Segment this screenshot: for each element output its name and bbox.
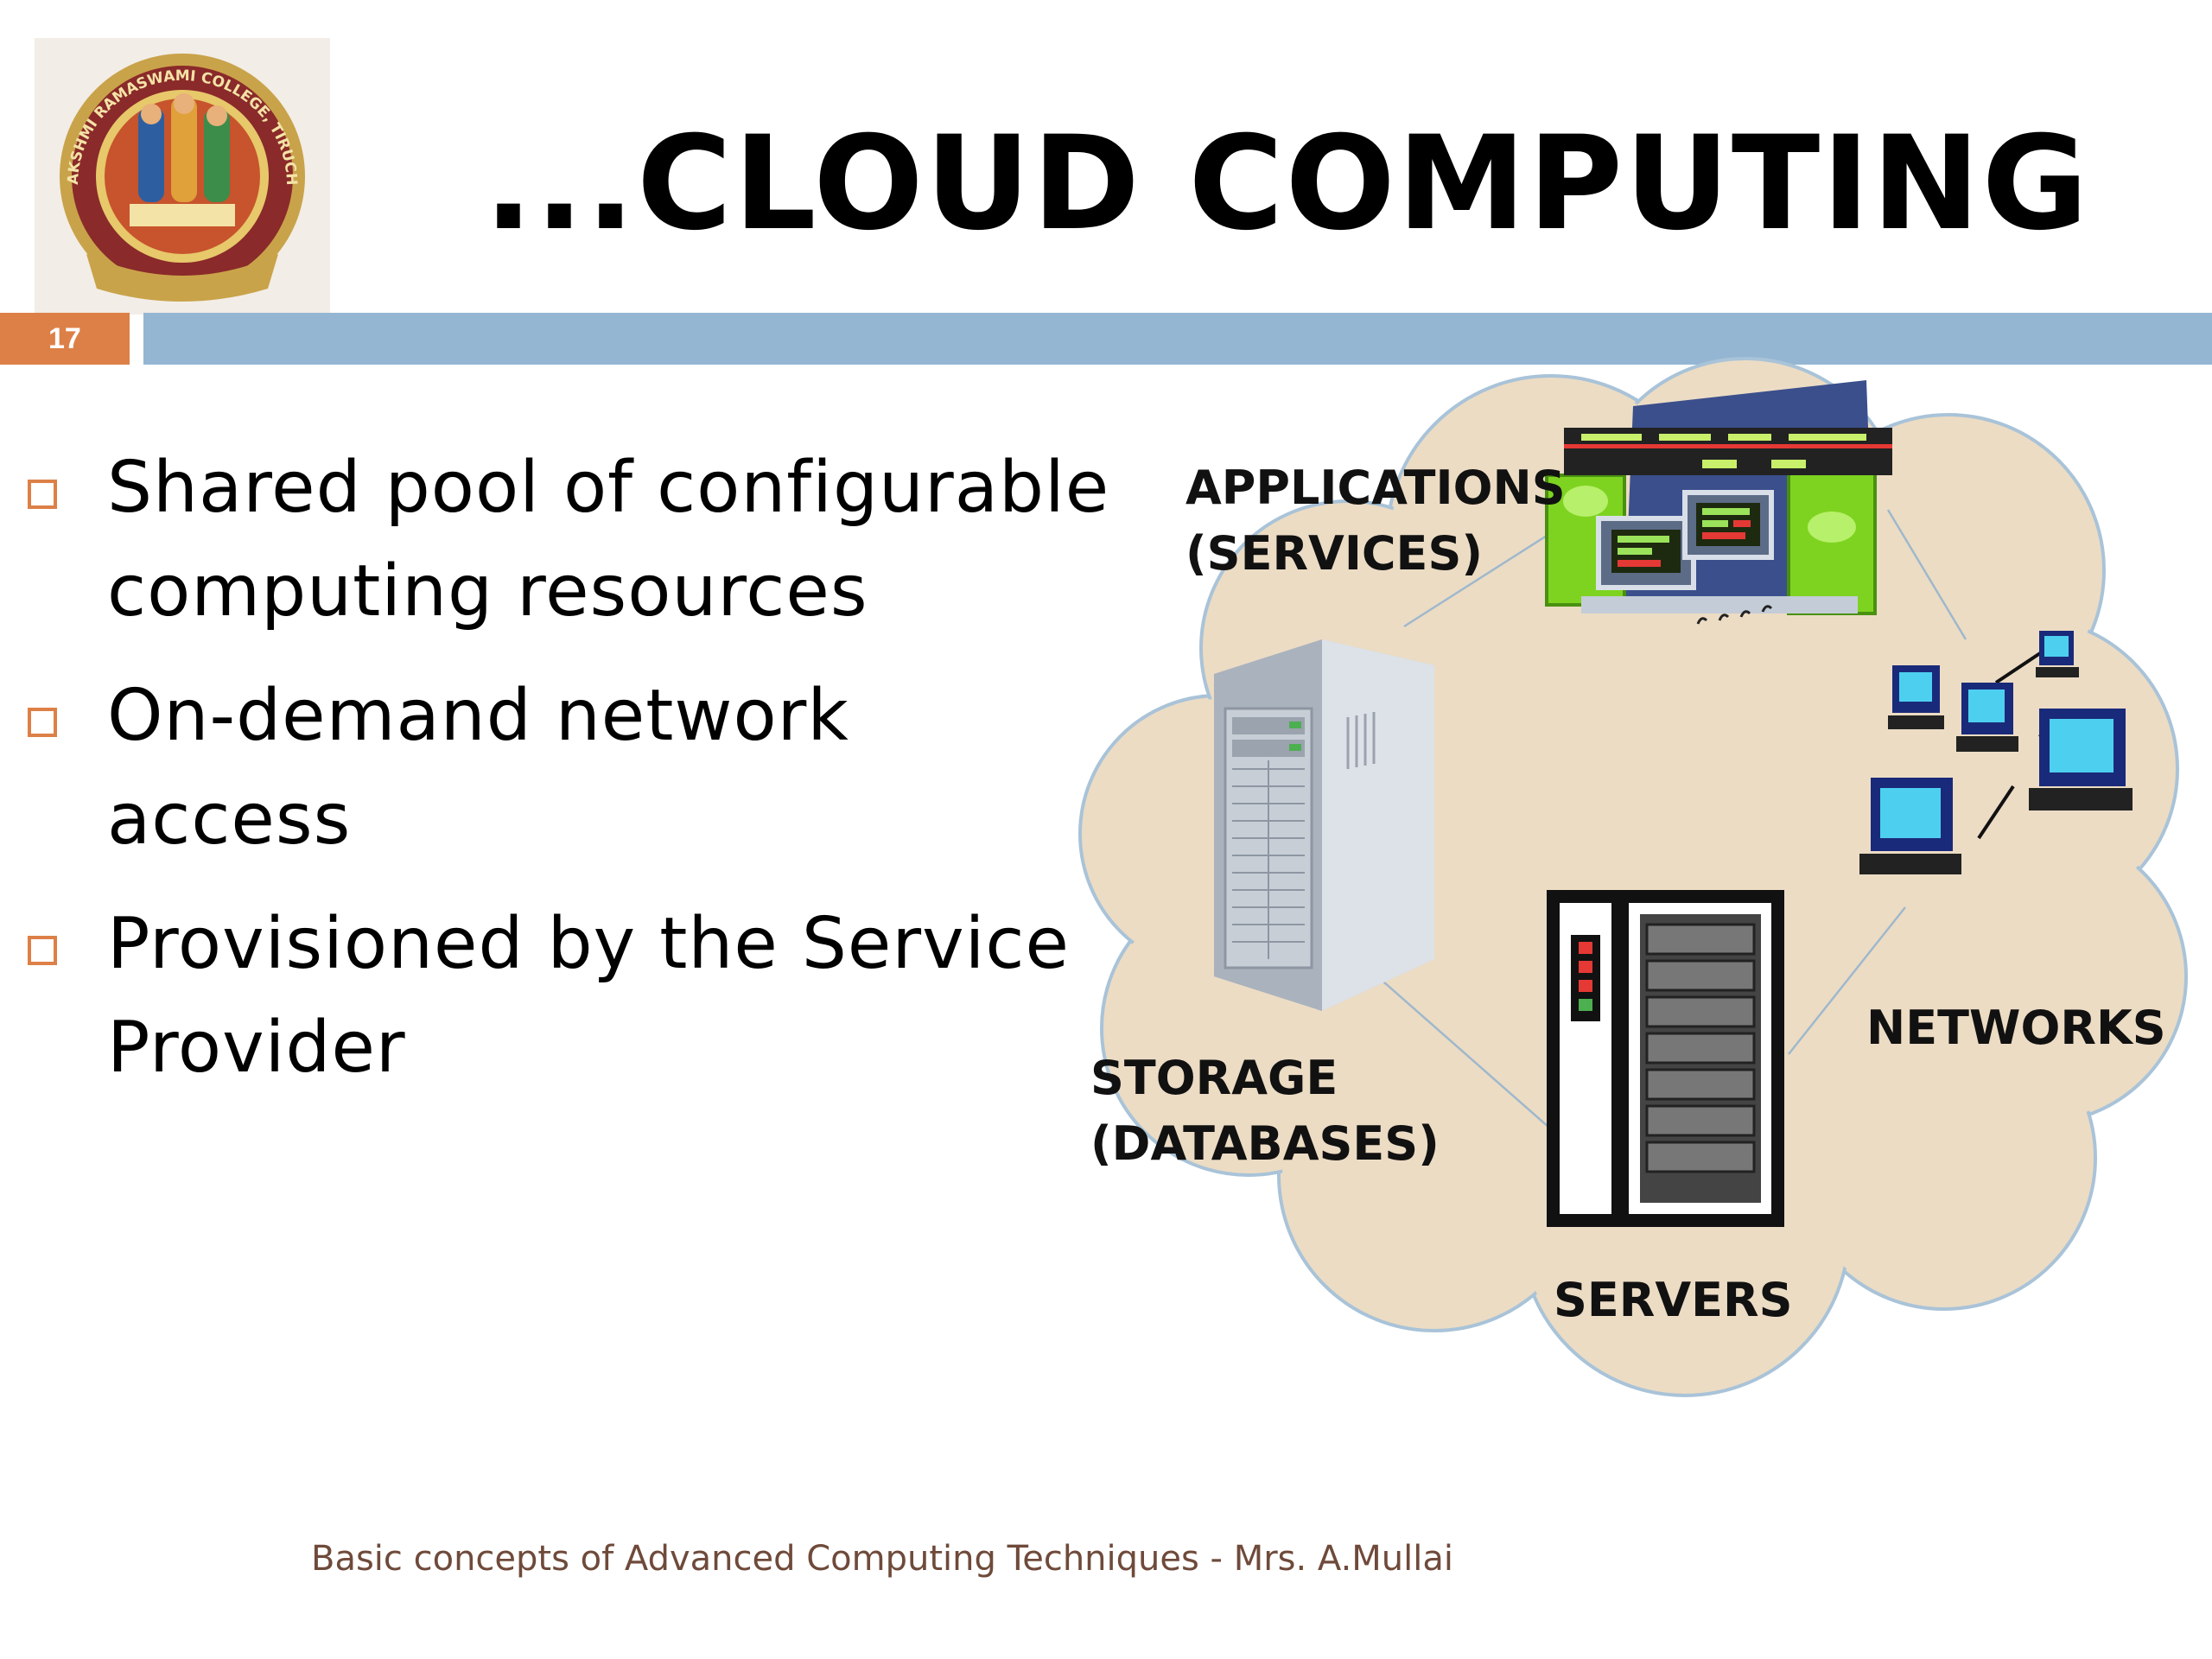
label-applications: APPLICATIONS xyxy=(1185,461,1566,515)
bullet-text: Shared pool of configurable computing re… xyxy=(107,447,1110,632)
bullet-item: Provisioned by the Service Provider xyxy=(24,893,1113,1100)
applications-icon xyxy=(1545,380,1892,625)
bullet-square-icon xyxy=(28,480,57,509)
cloud-diagram: APPLICATIONS (SERVICES) STORAGE (DATABAS… xyxy=(1063,354,2212,1426)
header-divider-bar xyxy=(143,313,2212,365)
slide-number: 17 xyxy=(0,313,130,365)
label-databases: (DATABASES) xyxy=(1090,1116,1440,1171)
server-rack-icon xyxy=(1547,890,1784,1227)
bullet-list: Shared pool of configurable computing re… xyxy=(24,436,1113,1100)
college-seal-icon: SEETHALAKSHMI RAMASWAMI COLLEGE, TIRUCHI… xyxy=(29,25,330,315)
network-computers-icon xyxy=(1859,631,2133,874)
label-storage: STORAGE xyxy=(1090,1051,1338,1105)
college-logo: SEETHALAKSHMI RAMASWAMI COLLEGE, TIRUCHI… xyxy=(29,25,330,315)
bullet-item: On-demand network access xyxy=(24,664,1113,872)
cloud-icon xyxy=(1078,357,2188,1397)
bullet-square-icon xyxy=(28,936,57,965)
bullet-item: Shared pool of configurable computing re… xyxy=(24,436,1113,644)
storage-tower-icon xyxy=(1214,639,1434,1011)
label-servers: SERVERS xyxy=(1554,1273,1793,1327)
label-services: (SERVICES) xyxy=(1185,526,1484,581)
bullet-text: On-demand network access xyxy=(107,675,849,861)
bullet-text: Provisioned by the Service Provider xyxy=(107,903,1070,1089)
page-title: ...CLOUD COMPUTING xyxy=(484,109,2090,259)
slide-footer: Basic concepts of Advanced Computing Tec… xyxy=(311,1539,1454,1579)
bullet-square-icon xyxy=(28,708,57,737)
label-networks: NETWORKS xyxy=(1866,1001,2166,1055)
